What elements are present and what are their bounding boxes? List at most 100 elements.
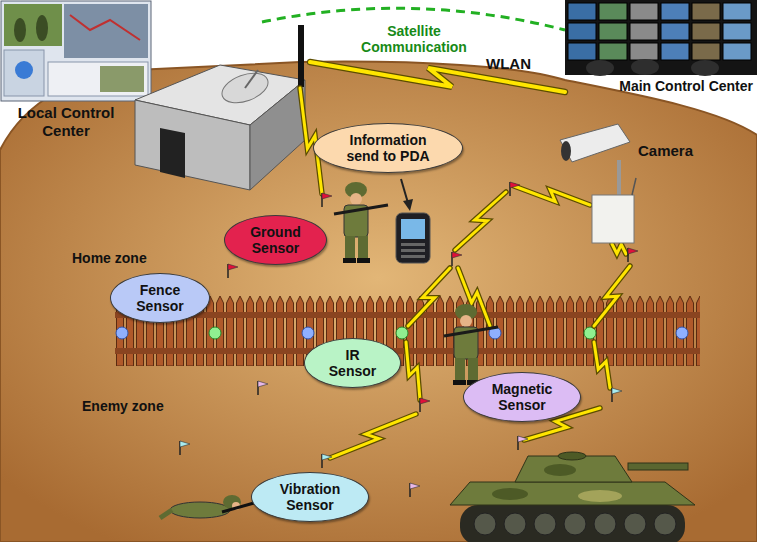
screenshot-panel-part — [70, 15, 140, 40]
flag-cloth — [510, 182, 520, 188]
standing-soldier-part — [334, 205, 388, 214]
screenshot-panel-part — [4, 50, 44, 96]
main-control-center: Main Control Center — [565, 0, 757, 100]
lightning-bolt — [514, 186, 590, 205]
monitor-screen — [568, 43, 596, 60]
flag-cloth — [420, 398, 430, 404]
pda — [396, 213, 430, 263]
tank-part — [492, 488, 528, 500]
flag-cloth — [180, 441, 190, 447]
camera-part — [617, 160, 621, 195]
screenshot-panel-part — [14, 18, 26, 42]
ir-sensor-oval: IR Sensor — [304, 338, 401, 388]
building-part — [218, 68, 272, 109]
tank-part — [654, 513, 676, 535]
fence-part — [116, 327, 128, 339]
sensor-flag — [410, 483, 420, 497]
lightning-bolt — [594, 342, 610, 388]
tank-part — [534, 513, 556, 535]
building-part — [298, 25, 304, 87]
bolt-outline — [406, 342, 420, 400]
monitor-screen — [630, 23, 658, 40]
prone-soldier-part — [160, 510, 172, 518]
lightning-bolt — [408, 268, 450, 326]
sensor-flag — [612, 388, 622, 402]
tank-part — [504, 513, 526, 535]
wireless-links — [300, 88, 630, 458]
monitor-screen — [630, 43, 658, 60]
node-label: Information send to PDA — [340, 132, 436, 164]
sensor-flag — [258, 381, 268, 395]
monitor-screen — [568, 3, 596, 20]
monitor-screen — [723, 3, 751, 20]
fence-part — [302, 327, 314, 339]
magnetic-sensor-oval: Magnetic Sensor — [463, 372, 581, 422]
lightning-bolt — [330, 414, 416, 458]
sensor-flag — [518, 436, 528, 450]
camera-part — [592, 195, 634, 243]
tank-part — [474, 513, 496, 535]
bolt-outline — [594, 342, 610, 388]
monitor-wall — [568, 3, 751, 60]
monitor-screen — [599, 43, 627, 60]
fence-sensor-oval: Fence Sensor — [110, 273, 210, 323]
lightning-bolt — [612, 244, 626, 254]
monitor-screen — [661, 23, 689, 40]
screenshot-panel-part — [4, 4, 62, 46]
lightning-bolt — [455, 192, 506, 250]
monitor-screen — [661, 3, 689, 20]
flag-cloth — [518, 436, 528, 442]
fence-part — [396, 327, 408, 339]
control-room-photo-part — [586, 60, 614, 76]
ground-sensor-oval: Ground Sensor — [224, 215, 327, 265]
tank-part — [564, 513, 586, 535]
tank-part — [594, 513, 616, 535]
monitor-screen — [723, 43, 751, 60]
sensor-flag — [420, 398, 430, 412]
lightning-bolt — [406, 342, 420, 400]
flag-cloth — [322, 454, 332, 460]
monitor-screen — [692, 43, 720, 60]
local-control-center: Local Control Center — [132, 22, 310, 194]
control-room-photo-part — [565, 0, 757, 75]
bolt-outline — [408, 268, 450, 326]
tank-part — [558, 452, 586, 460]
prone-soldier — [160, 495, 254, 518]
fence-part — [209, 327, 221, 339]
control-center-label: Local Control Center — [4, 104, 128, 140]
camera-part — [632, 178, 636, 195]
area-label: Home zone — [72, 250, 147, 267]
tank-part — [628, 463, 688, 470]
lightning-bolt — [594, 266, 630, 326]
prone-soldier-part — [170, 502, 230, 518]
edge-label: WLAN — [486, 55, 531, 72]
bolt-outline — [330, 414, 416, 458]
pda-part — [401, 255, 425, 258]
screenshot-panel-part — [48, 62, 148, 96]
tank-part — [460, 505, 685, 542]
prone-soldier-part — [222, 503, 254, 512]
building-part — [160, 128, 185, 178]
bolt-outline — [455, 192, 506, 250]
building-part — [245, 70, 258, 88]
sensor-flags — [180, 182, 638, 497]
tank-part — [624, 513, 646, 535]
edge-label: Satellite Communication — [349, 22, 479, 56]
monitor-screen — [568, 23, 596, 40]
flag-cloth — [612, 388, 622, 394]
area-label: Enemy zone — [82, 398, 164, 415]
monitor-screen — [630, 3, 658, 20]
bolt-outline — [514, 186, 590, 205]
vibration-sensor-oval: Vibration Sensor — [251, 472, 369, 522]
screenshot-panel-part — [1, 1, 151, 101]
flag-cloth — [258, 381, 268, 387]
pda-pointer-part — [401, 179, 408, 203]
screenshot-panel-part — [64, 4, 148, 58]
fence-part — [584, 327, 596, 339]
building-part — [135, 100, 250, 190]
sensor-flag — [322, 454, 332, 468]
sensor-flag — [322, 193, 332, 207]
building-part — [250, 80, 305, 190]
monitor-screen — [599, 3, 627, 20]
standing-soldier-part — [350, 193, 362, 205]
